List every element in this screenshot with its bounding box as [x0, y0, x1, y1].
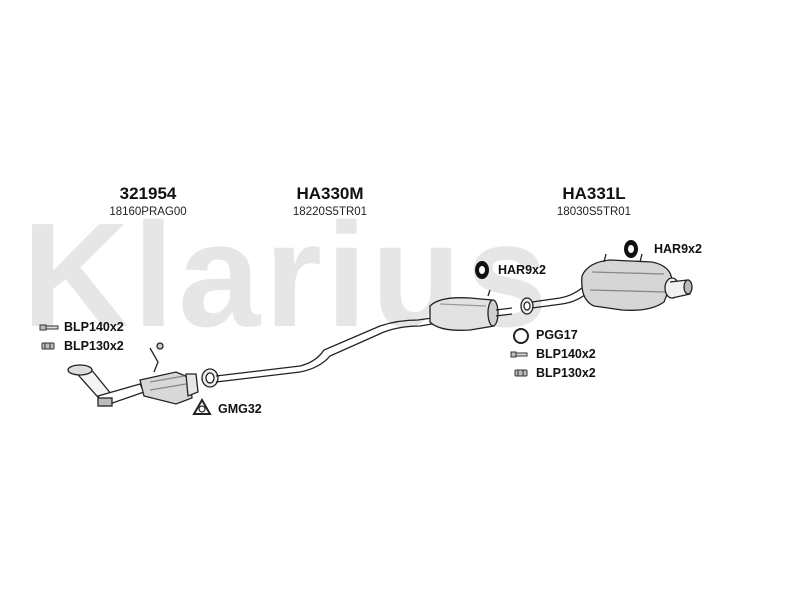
- oem-number-2: 18220S5TR01: [292, 206, 368, 218]
- accessory-blp130-left: BLP130x2: [64, 339, 124, 353]
- part-number-3: HA331L: [562, 184, 626, 203]
- accessory-gmg32: GMG32: [218, 402, 262, 416]
- part-number-2: HA330M: [296, 184, 364, 203]
- rear-silencer-HA331L: [531, 253, 693, 311]
- accessory-blp130-right: BLP130x2: [536, 366, 596, 380]
- middle-pipe-HA330M: [215, 289, 513, 383]
- part-number-1: 321954: [119, 184, 177, 203]
- accessory-pgg17: PGG17: [536, 328, 578, 342]
- accessory-blp140-right: BLP140x2: [536, 347, 596, 361]
- oem-number-3: 18030S5TR01: [556, 206, 632, 218]
- nut-icon: [514, 369, 528, 377]
- oem-number-1: 18160PRAG00: [109, 206, 187, 218]
- gasket-icon: [513, 328, 529, 344]
- pipe-clamp-icon: [520, 297, 534, 315]
- nut-icon: [41, 342, 55, 350]
- accessory-har9-right: HAR9x2: [654, 242, 702, 256]
- accessory-har9-mid: HAR9x2: [498, 263, 546, 277]
- pipe-clamp-icon: [201, 368, 219, 388]
- rubber-hanger-icon: [624, 240, 638, 258]
- accessory-blp140-left: BLP140x2: [64, 320, 124, 334]
- front-pipe-321954: [67, 342, 199, 407]
- bolt-icon: [510, 351, 528, 358]
- bolt-icon: [39, 324, 59, 331]
- gasket-icon: [192, 397, 212, 415]
- rubber-hanger-icon: [475, 261, 489, 279]
